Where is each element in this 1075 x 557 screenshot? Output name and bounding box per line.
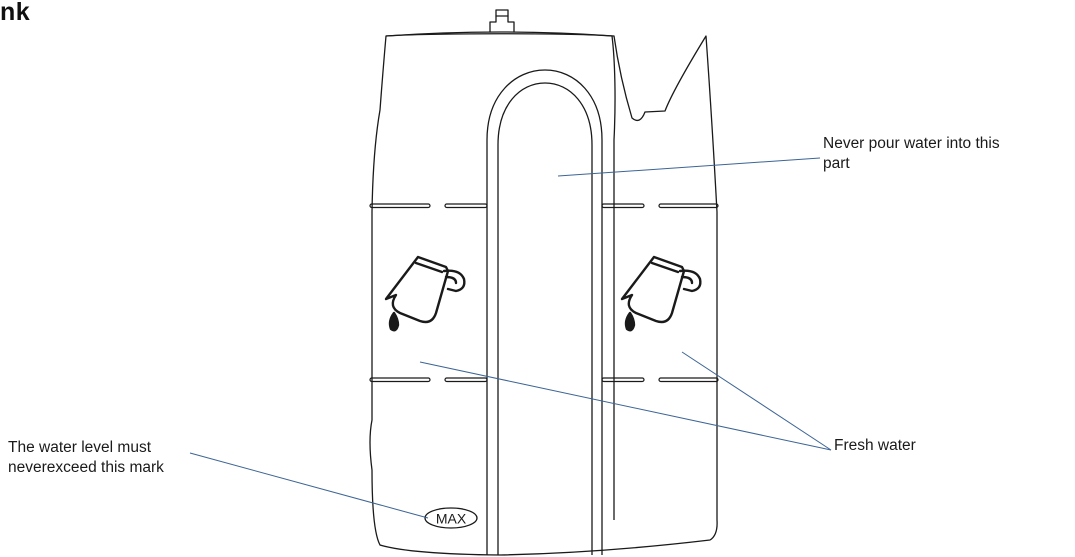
leader-line-fresh-right (681, 351, 832, 451)
leader-line-fresh-left (419, 361, 832, 451)
fresh-water-label: Fresh water (834, 437, 916, 454)
never-pour-label-line-1: Never pour water into this (823, 135, 1000, 152)
leader-line-water-level (189, 452, 429, 519)
level-marks (369, 203, 719, 383)
never-pour-label-line-2: part (823, 155, 850, 172)
pouring-jug-icon (384, 255, 466, 332)
central-channel (486, 69, 603, 555)
page-title: nk (0, 0, 31, 26)
tank-connector (489, 9, 515, 33)
water-level-label: The water level must neverexceed this ma… (8, 438, 164, 478)
water-level-label-line-2: neverexceed this mark (8, 459, 164, 476)
leader-lines (189, 157, 832, 519)
max-mark-label: MAX (436, 511, 467, 527)
leader-line-never-pour (557, 157, 821, 177)
water-level-label-line-1: The water level must (8, 439, 151, 456)
tank-body-outline (385, 33, 616, 520)
pouring-jug-icon (620, 255, 702, 332)
max-mark: MAX (424, 507, 478, 529)
tank-outline (369, 31, 718, 556)
never-pour-label: Never pour water into this part (823, 134, 1000, 174)
